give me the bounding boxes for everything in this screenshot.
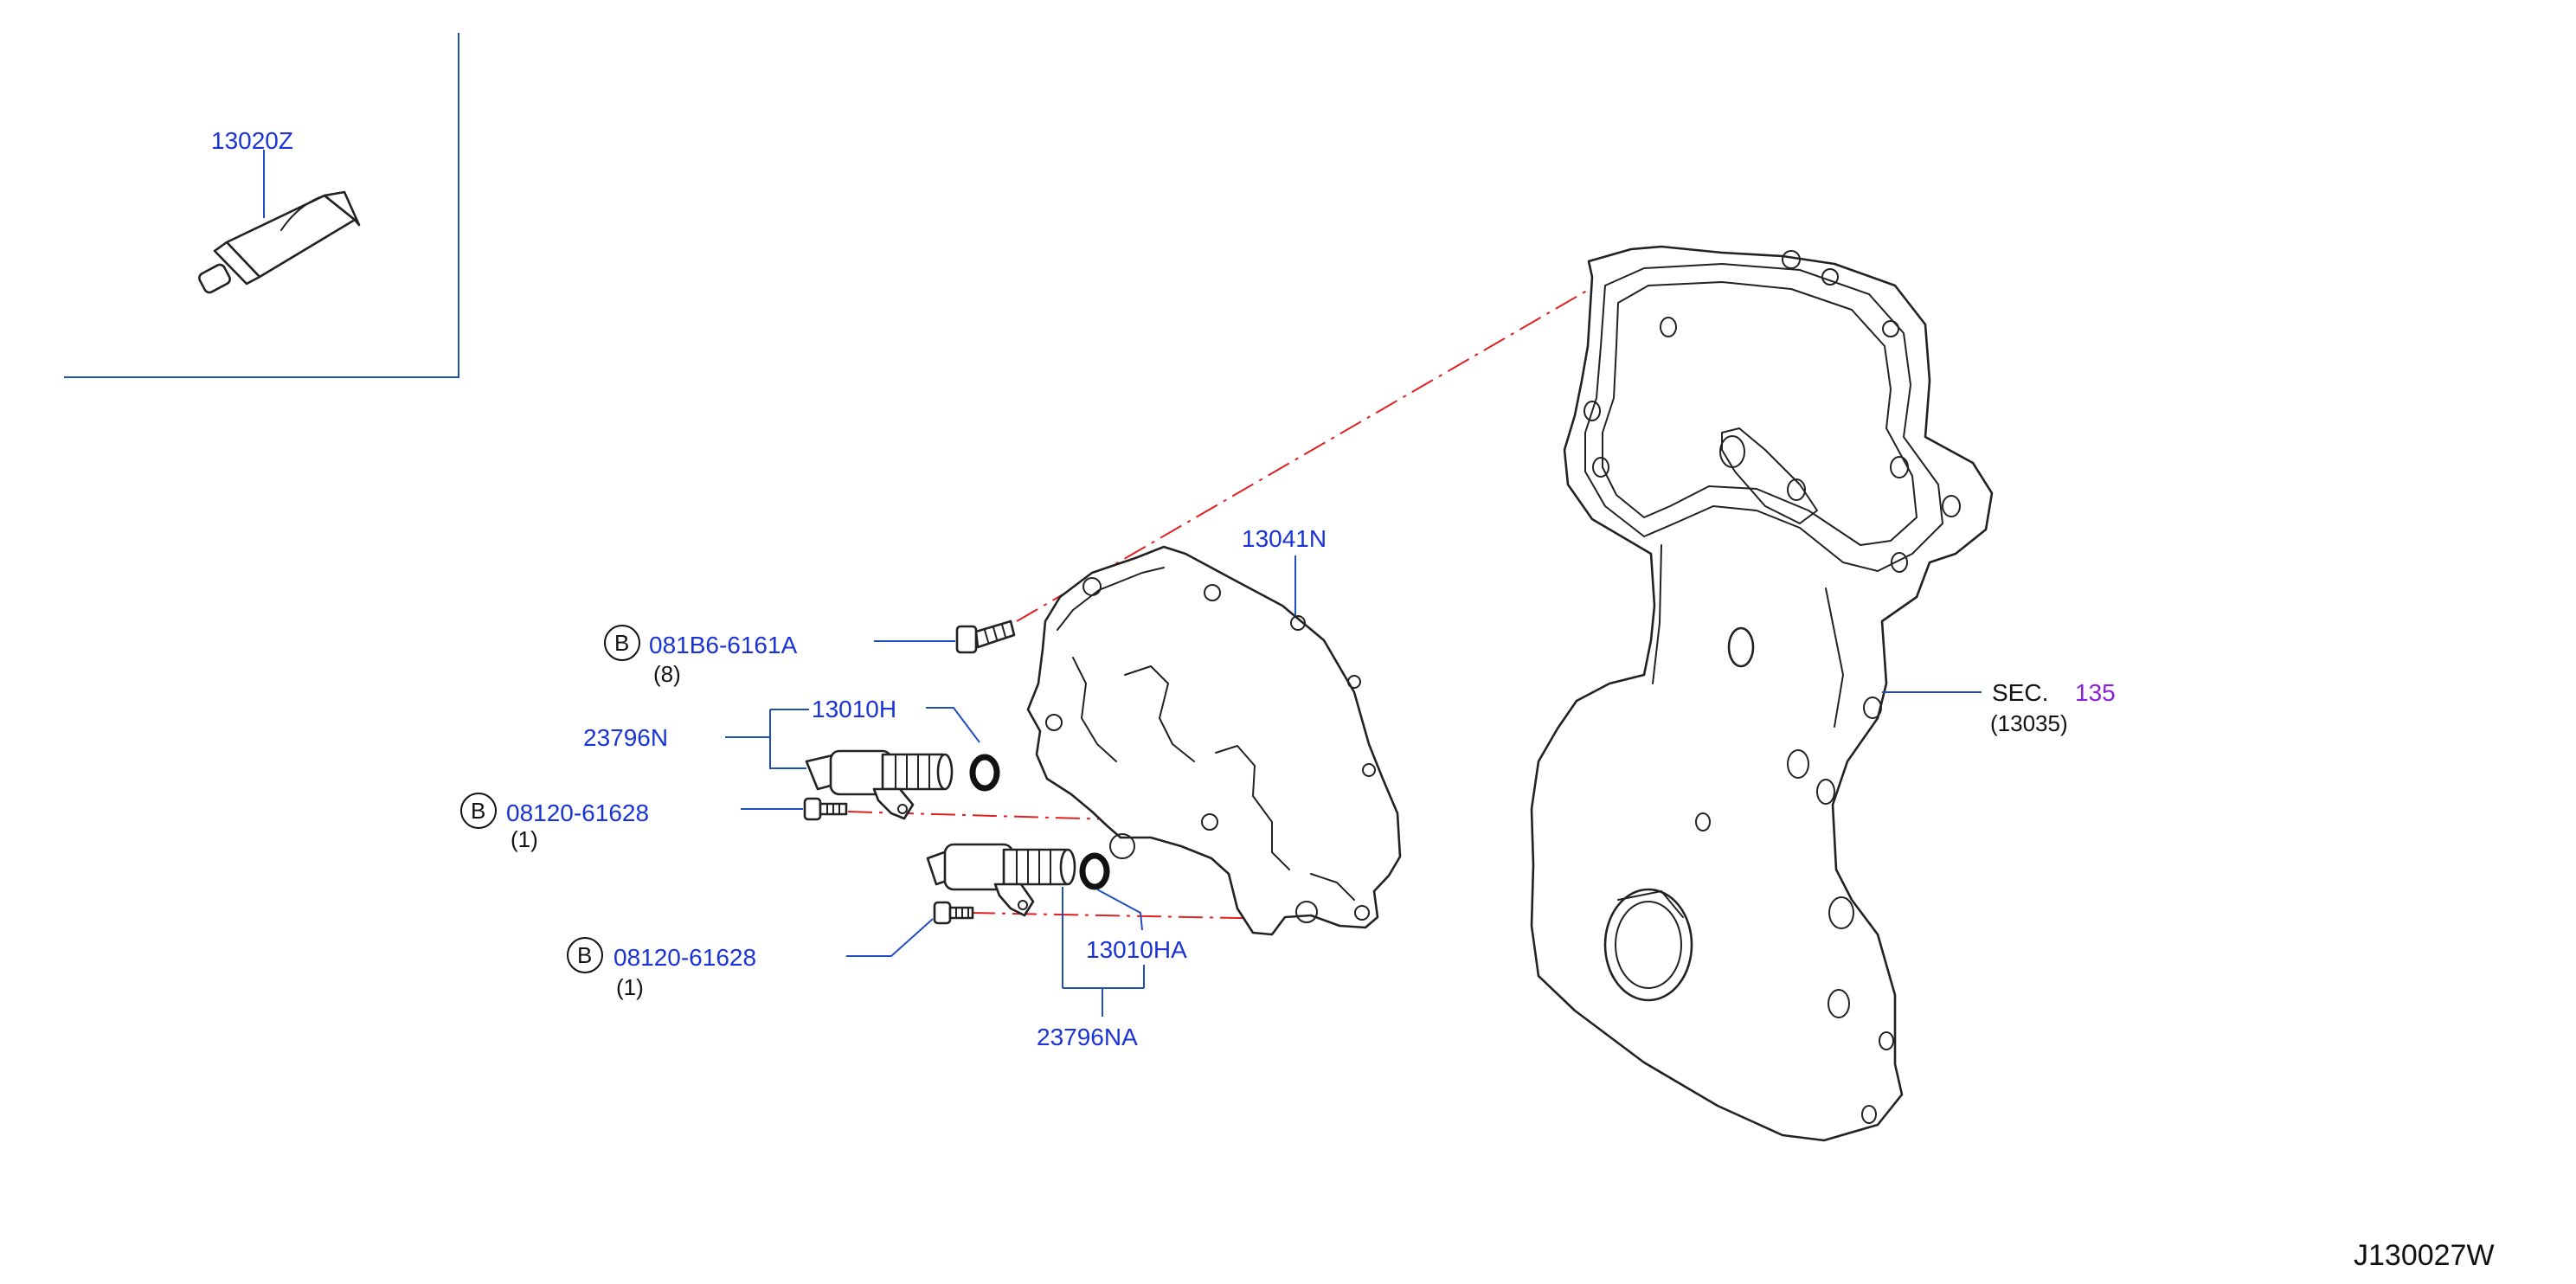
chain-case-cover[interactable] bbox=[1026, 545, 1402, 936]
bolt-lower-circle bbox=[567, 937, 603, 973]
small-bolt-upper[interactable] bbox=[741, 797, 848, 821]
main-bolt[interactable] bbox=[874, 620, 1016, 654]
small-bolt-lower[interactable] bbox=[846, 901, 974, 957]
bolt-small-lower-qty: (1) bbox=[616, 974, 644, 1000]
bracket-valve-lower bbox=[1062, 887, 1145, 1017]
diagram-code: J130027W bbox=[2354, 1239, 2495, 1272]
bolt-main-qty: (8) bbox=[653, 661, 681, 687]
label-bolt-small-upper[interactable]: 08120-61628 bbox=[506, 799, 649, 826]
section-ref-sub: (13035) bbox=[1990, 710, 2068, 736]
bolt-main-prefix: B bbox=[614, 630, 629, 656]
oring-upper[interactable] bbox=[969, 754, 1000, 792]
label-bolt-main[interactable]: 081B6-6161A bbox=[649, 632, 798, 658]
label-oring-lower[interactable]: 13010HA bbox=[1086, 936, 1187, 963]
front-timing-cover[interactable] bbox=[1530, 245, 1994, 1142]
bracket-valve-upper bbox=[769, 709, 806, 769]
label-valve-upper[interactable]: 23796N bbox=[583, 724, 668, 751]
section-ref-number[interactable]: 135 bbox=[2075, 679, 2116, 706]
valve-lower[interactable] bbox=[926, 843, 1076, 917]
leader-oring-upper bbox=[926, 707, 980, 743]
bolt-upper-prefix: B bbox=[471, 798, 485, 824]
sealant-tube[interactable] bbox=[197, 150, 361, 294]
inset-frame bbox=[64, 33, 459, 378]
label-valve-lower[interactable]: 23796NA bbox=[1037, 1024, 1138, 1050]
label-sealant[interactable]: 13020Z bbox=[211, 127, 293, 154]
section-ref-label: SEC. bbox=[1992, 679, 2048, 706]
label-oring-upper[interactable]: 13010H bbox=[812, 696, 896, 722]
label-chain-case[interactable]: 13041N bbox=[1242, 525, 1327, 552]
bolt-upper-circle bbox=[460, 793, 497, 829]
leader-oring-lower bbox=[1096, 889, 1143, 931]
bolt-lower-prefix: B bbox=[577, 942, 592, 968]
label-bolt-small-lower[interactable]: 08120-61628 bbox=[613, 944, 756, 971]
oring-lower[interactable] bbox=[1079, 852, 1110, 890]
bolt-main-circle bbox=[604, 625, 640, 661]
bolt-small-upper-qty: (1) bbox=[511, 826, 538, 852]
valve-upper[interactable] bbox=[805, 749, 954, 820]
